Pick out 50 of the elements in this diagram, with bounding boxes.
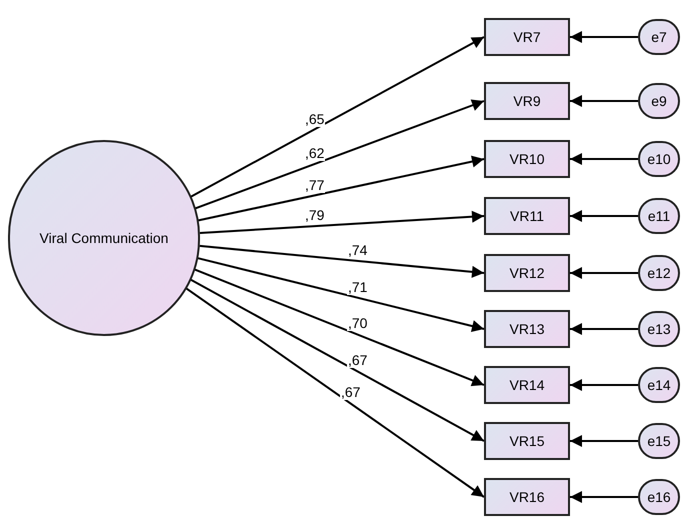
node-label: e15 bbox=[647, 432, 671, 450]
observed-variable-box bbox=[484, 254, 570, 292]
arrow bbox=[570, 267, 638, 279]
arrow bbox=[186, 288, 485, 498]
node-label: e12 bbox=[647, 264, 671, 282]
arrow bbox=[570, 379, 638, 391]
arrow bbox=[570, 323, 638, 335]
node-label: Viral Communication bbox=[40, 229, 168, 247]
observed-variable-box bbox=[484, 18, 570, 56]
edge-label: ,67 bbox=[347, 352, 368, 368]
observed-variable-box bbox=[484, 197, 570, 235]
arrow bbox=[200, 244, 484, 278]
arrow bbox=[570, 435, 638, 447]
node-label: VR13 bbox=[509, 320, 545, 338]
arrow bbox=[190, 278, 484, 442]
node-label: VR9 bbox=[513, 92, 541, 110]
node-label: e13 bbox=[647, 320, 671, 338]
observed-variable-box bbox=[484, 366, 570, 404]
arrow bbox=[200, 210, 484, 234]
arrow bbox=[570, 210, 638, 222]
edge-label: ,70 bbox=[347, 315, 368, 332]
node-label: e9 bbox=[651, 92, 667, 110]
arrow bbox=[570, 31, 638, 43]
arrow bbox=[194, 268, 484, 386]
node-label: e14 bbox=[647, 376, 671, 394]
node-label: VR14 bbox=[509, 376, 545, 394]
node-label: VR10 bbox=[509, 150, 545, 168]
node-label: e11 bbox=[648, 206, 670, 226]
observed-variable-box bbox=[484, 140, 570, 178]
arrow bbox=[198, 156, 484, 222]
node-label: VR7 bbox=[513, 28, 541, 46]
node-label: VR12 bbox=[509, 264, 545, 282]
arrow bbox=[195, 100, 484, 210]
observed-variable-box bbox=[484, 310, 570, 348]
node-label: VR11 bbox=[510, 206, 544, 226]
node-label: VR15 bbox=[509, 432, 545, 450]
edge-label: ,62 bbox=[304, 145, 326, 162]
observed-variable-box bbox=[484, 82, 570, 120]
node-label: VR16 bbox=[509, 488, 545, 506]
observed-variable-box bbox=[484, 422, 570, 460]
arrow bbox=[570, 491, 638, 503]
arrow bbox=[570, 153, 638, 165]
node-label: e7 bbox=[651, 28, 667, 46]
edge-label: ,79 bbox=[304, 207, 326, 224]
arrow bbox=[570, 95, 638, 107]
edge-label: ,67 bbox=[340, 384, 362, 400]
arrow bbox=[190, 36, 484, 198]
node-label: e16 bbox=[647, 488, 671, 506]
node-label: e10 bbox=[647, 150, 671, 168]
observed-variable-box bbox=[484, 478, 570, 516]
